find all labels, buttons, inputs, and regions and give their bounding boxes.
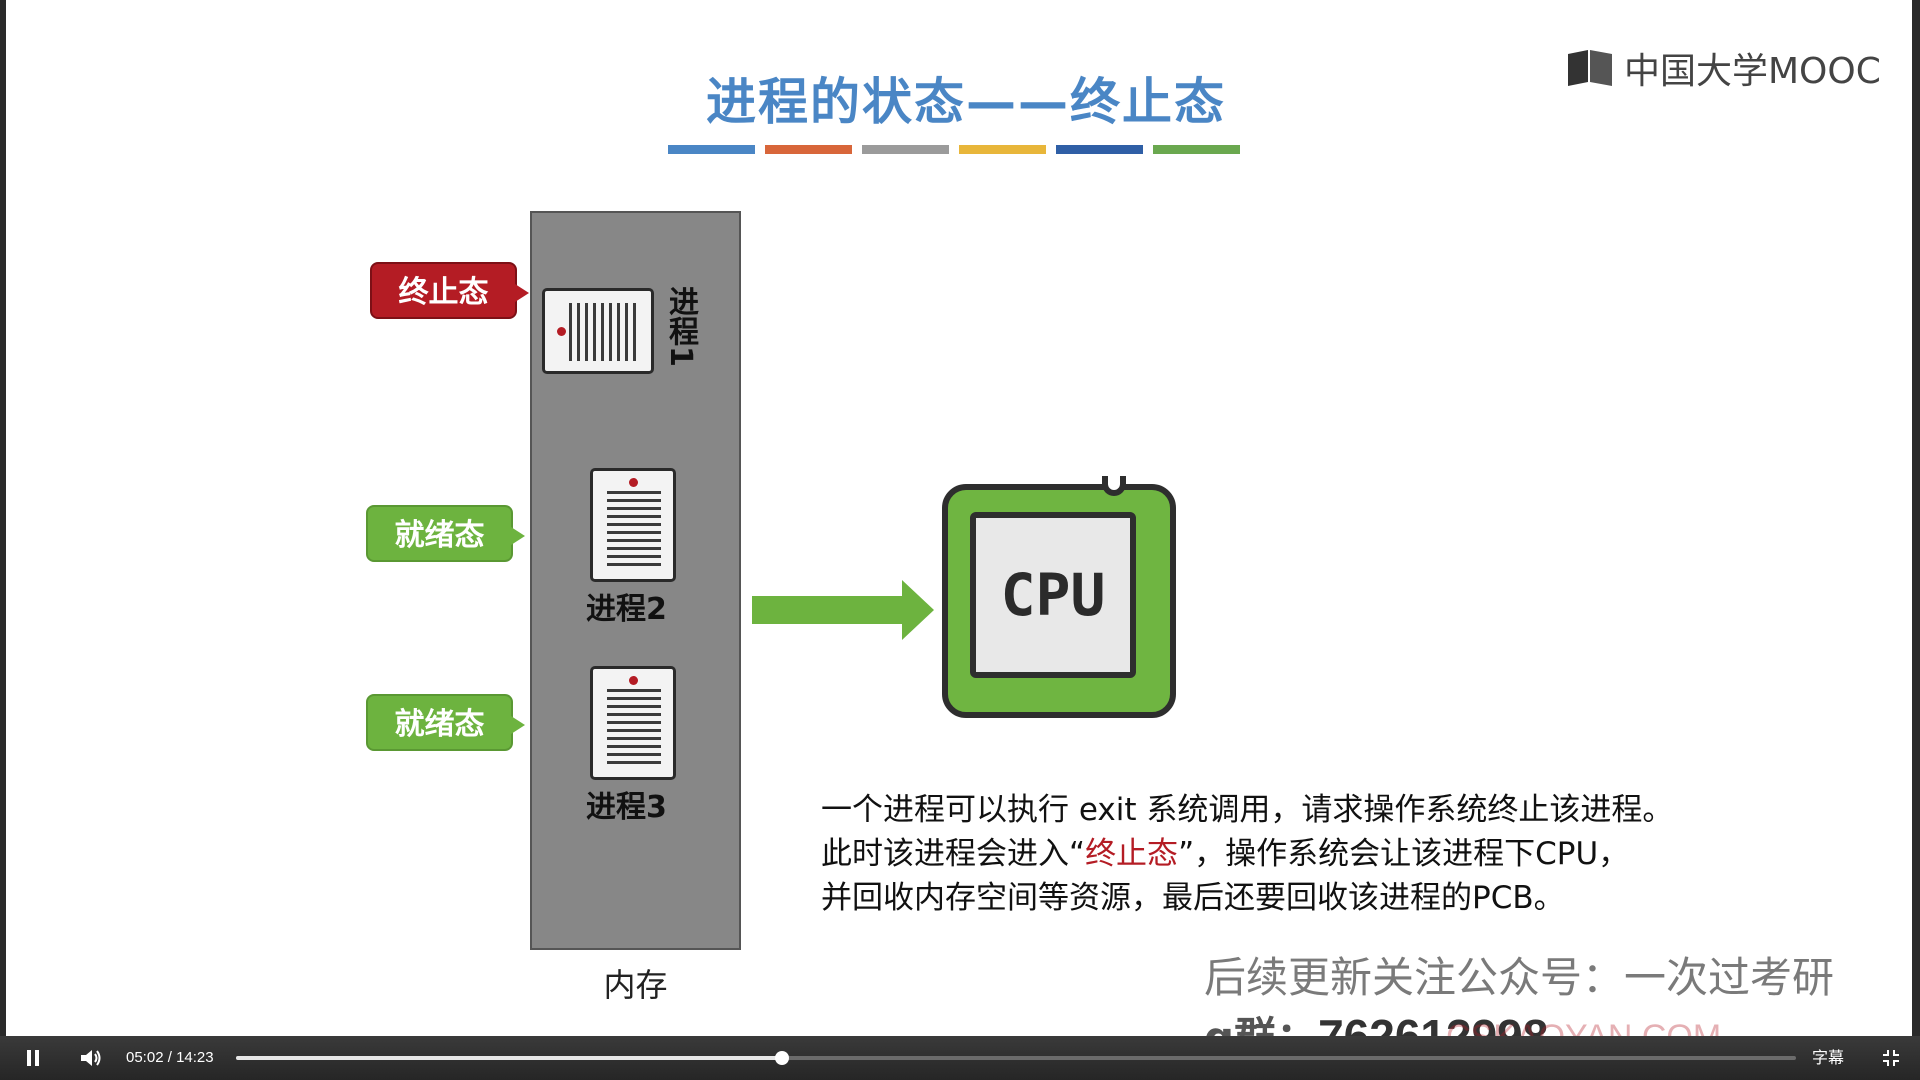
process-3-doc-icon [590, 666, 676, 780]
volume-button[interactable] [74, 1036, 108, 1080]
volume-icon [81, 1050, 101, 1066]
subtitle-button[interactable]: 字幕 [1812, 1048, 1845, 1067]
watermark-site: CSKAOYAN.COM [1446, 1018, 1721, 1036]
time-separator: / [167, 1049, 172, 1066]
cpu-inner: CPU [970, 512, 1136, 678]
memory-label: 内存 [603, 966, 668, 1004]
player-controls: 05:02 / 14:23 字幕 [0, 1036, 1920, 1080]
process-1-doc-icon [542, 288, 654, 374]
cpu-notch [1102, 476, 1126, 496]
description-line-1: 一个进程可以执行 exit 系统调用，请求操作系统终止该进程。 [821, 792, 1674, 828]
process-2-label: 进程2 [586, 592, 667, 627]
tag-ready-2: 就绪态 [366, 694, 525, 751]
doc-lines [607, 491, 661, 567]
title-bar [862, 145, 949, 154]
cpu-chip-icon: CPU [942, 476, 1176, 718]
description: 一个进程可以执行 exit 系统调用，请求操作系统终止该进程。 此时该进程会进入… [821, 788, 1673, 920]
process-1-label: 进程1 [663, 286, 698, 367]
watermark-follow: 后续更新关注公众号：一次过考研 [1204, 953, 1835, 1002]
progress-knob[interactable] [775, 1051, 789, 1065]
title-bar [1153, 145, 1240, 154]
qgroup-number: 762612998 [1318, 1010, 1549, 1036]
progress-bar[interactable] [236, 1051, 1796, 1065]
doc-dot [557, 327, 566, 336]
tag-terminated: 终止态 [370, 262, 529, 319]
mooc-logo: 中国大学MOOC [1566, 42, 1881, 94]
desc-line2-after: ”，操作系统会让该进程下CPU， [1178, 836, 1630, 872]
doc-lines [569, 303, 641, 361]
slide: 进程的状态——终止态 中国大学MOOC 内存 终止态 就绪态 就绪态 进程1 进… [0, 0, 1920, 1036]
qgroup-prefix: q群： [1204, 1013, 1318, 1036]
logo-text: 中国大学MOOC [1624, 51, 1881, 92]
title-bar [668, 145, 755, 154]
current-time: 05:02 [126, 1049, 164, 1066]
description-line-2: 此时该进程会进入“终止态”，操作系统会让该进程下CPU， [821, 832, 1673, 876]
time-display: 05:02 / 14:23 [126, 1036, 214, 1080]
total-time: 14:23 [176, 1049, 214, 1066]
watermark-qgroup: q群：762612998 [1204, 1004, 1548, 1036]
doc-dot [629, 676, 638, 685]
doc-dot [629, 478, 638, 487]
description-line-3: 并回收内存空间等资源，最后还要回收该进程的PCB。 [821, 880, 1565, 916]
pause-button[interactable] [16, 1036, 50, 1080]
doc-lines [607, 689, 661, 765]
process-2-doc-icon [590, 468, 676, 582]
cpu-label: CPU [1000, 561, 1106, 629]
title-bar [765, 145, 852, 154]
slide-title: 进程的状态——终止态 [706, 73, 1226, 131]
title-color-bars [668, 145, 1240, 154]
title-bar [1056, 145, 1143, 154]
desc-line2-before: 此时该进程会进入“ [821, 836, 1086, 872]
pause-icon [27, 1050, 39, 1066]
desc-line2-highlight: 终止态 [1085, 836, 1179, 872]
process-3-label: 进程3 [586, 790, 667, 825]
tag-ready-1: 就绪态 [366, 505, 525, 562]
title-bar [959, 145, 1046, 154]
book-logo-icon [1568, 50, 1612, 86]
exit-fullscreen-button[interactable] [1874, 1036, 1908, 1080]
arrow-right-icon [752, 580, 934, 640]
exit-fullscreen-icon [1883, 1050, 1899, 1066]
progress-fill [236, 1056, 782, 1060]
